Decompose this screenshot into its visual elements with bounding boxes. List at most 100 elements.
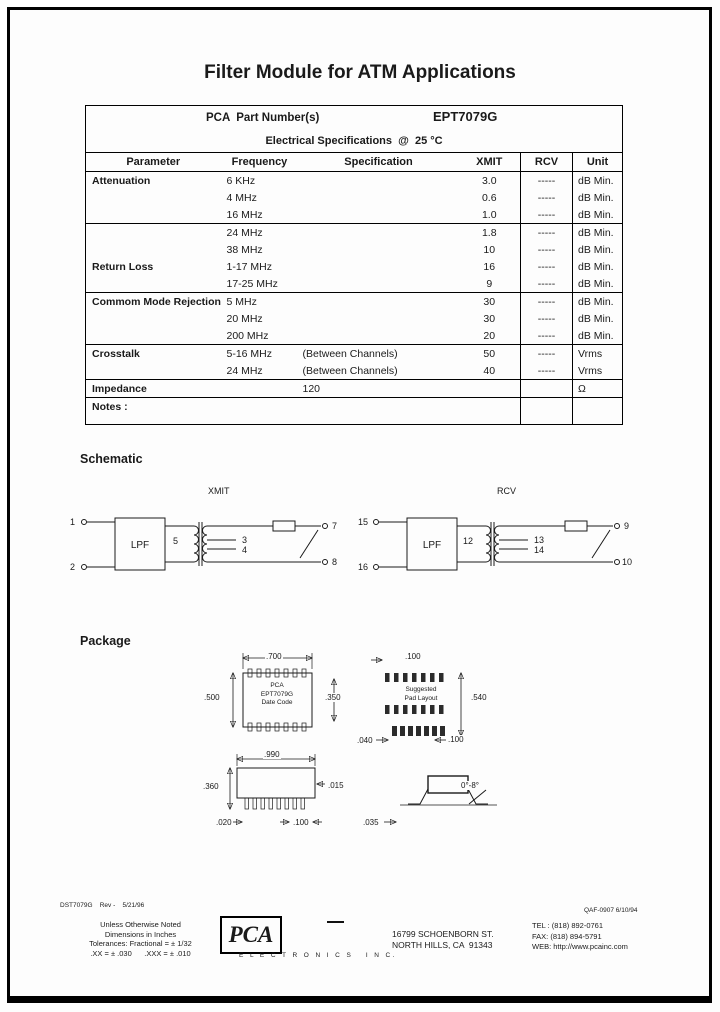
spec-cell-unit: dB Min. [571,171,623,189]
dim-pad-height: .540 [470,693,488,702]
spec-cell-parameter [86,327,221,345]
logo-dash-decoration [327,921,344,923]
dim-lead-thickness: .015 [327,781,345,790]
xmit-pin3-label: 3 [242,535,247,545]
qa-reference: QAF-0907 6/10/94 [584,907,638,914]
package-pad-layout [371,660,461,740]
marking-line3: Date Code [261,699,293,706]
marking-line2: EPT7079G [260,690,294,698]
spec-cell-xmit [458,397,521,425]
xmit-pin8-terminal [322,559,328,565]
part-number-cell: PCA Part Number(s) EPT7079G [86,106,623,131]
xmit-pin8-label: 8 [332,557,337,567]
spec-cell-specification [299,258,459,275]
company-contact: TEL : (818) 892-0761 FAX: (818) 894-5791… [532,921,628,953]
company-address: 16799 SCHOENBORN ST. NORTH HILLS, CA 913… [392,929,494,950]
spec-cell-unit: dB Min. [571,241,623,258]
spec-cell-rcv [520,379,573,398]
spec-subtitle: Electrical Specifications @ 25 °C [265,135,443,147]
address-line1: 16799 SCHOENBORN ST. [392,929,494,939]
xmit-pin7-terminal [322,523,328,529]
spec-cell-rcv: ----- [520,344,573,362]
spec-cell-xmit [458,379,521,398]
dim-lead-pitch: .100 [292,818,310,827]
spec-cell-unit: dB Min. [571,258,623,275]
spec-cell-specification [299,275,459,293]
part-number-label: PCA Part Number(s) [206,112,320,124]
dim-top-width: .700 [265,652,283,661]
rcv-transformer-primary-coil [485,525,491,563]
package-heading: Package [80,634,131,648]
spec-cell-xmit: 10 [483,243,496,256]
spec-cell-frequency: 5 MHz [220,292,299,310]
tolerance-note: Unless Otherwise Noted Dimensions in Inc… [58,920,223,958]
page-title: Filter Module for ATM Applications [204,62,516,83]
spec-cell-parameter [86,310,221,327]
xmit-pin5-label: 5 [173,536,178,546]
spec-cell-parameter: Crosstalk [85,344,221,362]
spec-cell-unit: dB Min. [571,206,623,224]
spec-cell-parameter [85,223,221,241]
pad-layout-label-line1: Suggested [405,686,437,693]
pad-layout-label: Suggested Pad Layout [394,686,448,703]
dim-side-height: .360 [202,782,220,791]
page-border-frame [7,7,712,1003]
company-logo-subtext: E L E C T R O N I C S I N C. [239,952,397,959]
rcv-pin15-terminal [373,519,379,525]
dim-side-width: .990 [263,750,281,759]
schematic-heading: Schematic [80,452,143,466]
part-number-row: PCA Part Number(s) EPT7079G [86,106,623,131]
dim-top-inner: .350 [324,693,342,702]
spec-cell-xmit: 1.8 [458,223,521,241]
spec-cell-specification [299,206,459,224]
rcv-transformer-secondary-coil [494,525,500,563]
spec-cell-rcv: ----- [520,171,573,189]
spec-cell-rcv: ----- [520,362,573,380]
spec-cell-parameter: Impedance [85,379,221,398]
spec-cell-xmit: 3.0 [481,174,497,187]
xmit-pin2-terminal [81,564,87,570]
spec-cell-parameter [86,362,221,380]
col-header-xmit: XMIT [458,152,521,172]
part-number-value: EPT7079G [433,109,498,124]
rcv-pin16-terminal [373,564,379,570]
rcv-lpf-box [406,517,458,571]
contact-web: WEB: http://www.pcainc.com [532,942,628,951]
package-drawing [195,653,497,843]
package-marking-text: PCA EPT7079G Date Code [247,682,307,708]
address-line2: NORTH HILLS, CA 91343 [392,939,493,950]
spec-cell-frequency: 16 MHz [226,208,263,221]
spec-cell-unit: Ω [571,379,623,398]
spec-cell-rcv: ----- [520,189,573,206]
spec-cell-frequency: 24 MHz [220,223,299,241]
spec-cell-frequency: 17-25 MHz [226,277,278,290]
spec-cell-unit: dB Min. [571,223,623,241]
spec-cell-rcv: ----- [520,258,573,275]
spec-cell-specification: (Between Channels) [302,364,398,377]
spec-cell-xmit: 1.0 [481,208,497,221]
spec-cell-parameter [86,206,221,224]
dim-lead-angle: 0°-8° [460,781,480,790]
dim-foot-length: .035 [362,818,380,827]
xmit-pin1-label: 1 [70,517,75,527]
spec-cell-specification [299,189,459,206]
rcv-series-component [564,520,588,532]
spec-cell-xmit: 16 [483,260,496,273]
spec-cell-specification: 120 [298,379,459,398]
spec-cell-unit: dB Min. [571,189,623,206]
spec-cell-rcv: ----- [520,327,573,345]
xmit-pin1-terminal [81,519,87,525]
spec-cell-parameter [86,241,221,258]
dim-pad-length: .100 [447,735,465,744]
col-header-specification: Specification [298,152,459,172]
spec-cell-unit [571,397,623,425]
spec-cell-specification [299,241,459,258]
